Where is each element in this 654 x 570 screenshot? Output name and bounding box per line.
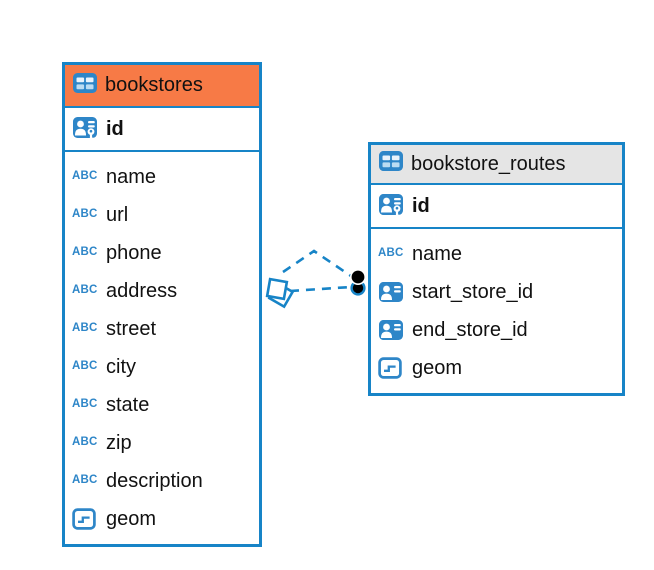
column-row[interactable]: ABC bbox=[65, 196, 259, 234]
relationship-many-end-dot-markers[interactable] bbox=[349, 268, 366, 296]
column-row[interactable]: ABC bbox=[371, 273, 622, 311]
column-list: ABC bbox=[371, 229, 622, 393]
column-name: description bbox=[106, 469, 203, 492]
column-row[interactable]: ABC bbox=[65, 386, 259, 424]
column-type-icon-slot: ABC bbox=[72, 473, 99, 487]
varchar-type-icon: ABC bbox=[72, 245, 98, 259]
column-name: geom bbox=[412, 356, 463, 379]
table-title: bookstores bbox=[105, 74, 203, 96]
table-icon bbox=[378, 150, 404, 178]
column-row[interactable]: ABC bbox=[65, 158, 259, 196]
column-row[interactable]: ABC bbox=[371, 349, 622, 387]
varchar-type-icon: ABC bbox=[378, 246, 404, 260]
geometry-type-icon bbox=[378, 357, 402, 379]
column-row[interactable]: ABC bbox=[371, 235, 622, 273]
column-name: end_store_id bbox=[412, 318, 528, 341]
column-type-icon-slot: ABC bbox=[72, 321, 99, 335]
table-title: bookstore_routes bbox=[411, 152, 566, 175]
primary-key-icon bbox=[378, 193, 405, 220]
column-type-icon-slot: ABC bbox=[72, 207, 99, 221]
varchar-type-icon: ABC bbox=[72, 359, 98, 373]
column-name: state bbox=[106, 393, 150, 416]
column-row[interactable]: ABC bbox=[65, 500, 259, 538]
column-name: phone bbox=[106, 241, 162, 264]
varchar-type-icon: ABC bbox=[72, 397, 98, 411]
varchar-type-icon: ABC bbox=[72, 283, 98, 297]
table-icon bbox=[72, 72, 98, 100]
column-row[interactable]: ABC bbox=[65, 272, 259, 310]
table-node-bookstore-routes[interactable]: bookstore_routes id bbox=[368, 142, 625, 396]
column-type-icon-slot: ABC bbox=[72, 508, 99, 530]
column-row[interactable]: ABC bbox=[65, 234, 259, 272]
column-type-icon-slot: ABC bbox=[378, 281, 405, 303]
varchar-type-icon: ABC bbox=[72, 435, 98, 449]
varchar-type-icon: ABC bbox=[72, 473, 98, 487]
column-row[interactable]: ABC bbox=[65, 348, 259, 386]
reference-type-icon bbox=[378, 319, 404, 341]
column-name: url bbox=[106, 203, 129, 226]
primary-key-icon bbox=[72, 116, 99, 143]
column-name: name bbox=[412, 242, 463, 265]
column-name: address bbox=[106, 279, 178, 302]
primary-key-row[interactable]: id bbox=[65, 108, 259, 152]
column-row[interactable]: ABC bbox=[371, 311, 622, 349]
primary-key-row[interactable]: id bbox=[371, 185, 622, 229]
column-name: city bbox=[106, 355, 136, 378]
column-row[interactable]: ABC bbox=[65, 310, 259, 348]
column-name: start_store_id bbox=[412, 280, 534, 303]
primary-key-name: id bbox=[106, 117, 124, 140]
column-type-icon-slot: ABC bbox=[378, 319, 405, 341]
column-row[interactable]: ABC bbox=[65, 424, 259, 462]
table-header-bookstores[interactable]: bookstores bbox=[65, 65, 259, 108]
column-type-icon-slot: ABC bbox=[72, 283, 99, 297]
geometry-type-icon bbox=[72, 508, 96, 530]
column-type-icon-slot: ABC bbox=[72, 245, 99, 259]
column-type-icon-slot: ABC bbox=[72, 397, 99, 411]
column-list: ABC bbox=[65, 152, 259, 544]
relationship-line-2[interactable] bbox=[289, 285, 352, 293]
relationship-line-1[interactable] bbox=[282, 249, 352, 278]
column-type-icon-slot: ABC bbox=[378, 246, 405, 260]
column-type-icon-slot: ABC bbox=[378, 357, 405, 379]
relationship-one-end-diamond-markers[interactable] bbox=[265, 277, 295, 309]
varchar-type-icon: ABC bbox=[72, 321, 98, 335]
column-type-icon-slot: ABC bbox=[72, 359, 99, 373]
column-row[interactable]: ABC bbox=[65, 462, 259, 500]
column-name: street bbox=[106, 317, 157, 340]
primary-key-name: id bbox=[412, 194, 430, 217]
column-name: zip bbox=[106, 431, 132, 454]
column-type-icon-slot: ABC bbox=[72, 435, 99, 449]
table-header-bookstore-routes[interactable]: bookstore_routes bbox=[371, 145, 622, 185]
column-name: geom bbox=[106, 507, 157, 530]
column-type-icon-slot: ABC bbox=[72, 169, 99, 183]
reference-type-icon bbox=[378, 281, 404, 303]
column-name: name bbox=[106, 165, 157, 188]
varchar-type-icon: ABC bbox=[72, 169, 98, 183]
varchar-type-icon: ABC bbox=[72, 207, 98, 221]
table-node-bookstores[interactable]: bookstores id bbox=[62, 62, 262, 547]
